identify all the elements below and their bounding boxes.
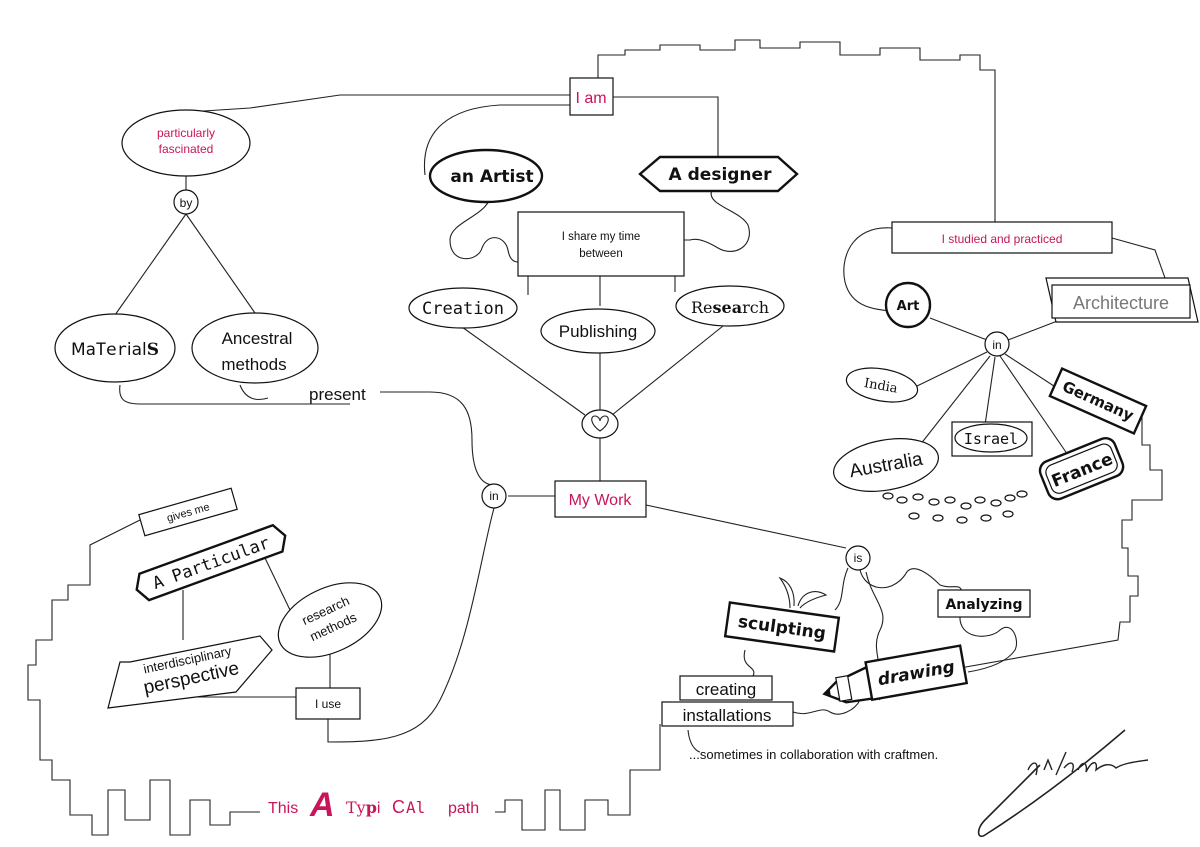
i-use-node: I use: [295, 687, 361, 720]
an-artist-node: an Artist: [428, 148, 544, 204]
by-node: by: [173, 189, 199, 215]
svg-text:an Artist: an Artist: [450, 167, 533, 187]
art-node: Art: [884, 281, 932, 329]
in-left-node: in: [481, 483, 507, 509]
present-label: present: [309, 385, 366, 404]
australia-node: Australia: [833, 438, 939, 492]
svg-text:Ancestral: Ancestral: [222, 329, 293, 348]
research-methods-node: research methods: [277, 582, 383, 658]
heart-node: [581, 409, 619, 439]
svg-text:I use: I use: [315, 697, 341, 711]
svg-text:installations: installations: [683, 706, 772, 725]
svg-text:fascinated: fascinated: [159, 142, 214, 156]
svg-text:My Work: My Work: [569, 492, 633, 509]
svg-text:Israel: Israel: [964, 430, 1018, 448]
svg-text:between: between: [579, 248, 622, 260]
svg-text:Typi: Typi: [346, 798, 380, 817]
share-time-node: I share my time between: [517, 211, 685, 277]
a-particular-node: A Particular: [135, 523, 287, 602]
svg-text:A: A: [309, 786, 335, 824]
my-work-node: My Work: [554, 480, 647, 518]
footer-title: This A Typi C Al path: [268, 786, 479, 824]
svg-text:in: in: [992, 338, 1001, 352]
svg-text:I studied and practiced: I studied and practiced: [942, 232, 1063, 246]
is-node: is: [845, 545, 871, 571]
svg-text:methods: methods: [221, 355, 286, 374]
in-right-node: in: [984, 331, 1010, 357]
materials-node: MaTerialS: [54, 313, 176, 383]
marker-pen-icon: drawing: [822, 644, 969, 704]
germany-node: Germany: [1048, 367, 1148, 435]
svg-text:Creation: Creation: [422, 299, 504, 319]
svg-text:Analyzing: Analyzing: [945, 597, 1022, 613]
svg-text:I share my time: I share my time: [562, 231, 641, 243]
svg-text:Research: Research: [691, 298, 769, 317]
svg-text:is: is: [854, 551, 863, 565]
footprints-icon: [882, 490, 1028, 524]
studied-node: I studied and practiced: [891, 221, 1113, 254]
svg-text:A designer: A designer: [669, 165, 773, 185]
svg-text:Art: Art: [897, 299, 920, 314]
svg-text:This: This: [268, 800, 298, 817]
architecture-node: Architecture: [1045, 277, 1199, 323]
creating-installations-node: creating installations: [661, 675, 794, 727]
collaboration-note: ...sometimes in collaboration with craft…: [689, 747, 938, 762]
interdisciplinary-perspective-node: interdisciplinary perspective: [107, 635, 273, 709]
sprout-icon: [778, 576, 828, 609]
svg-text:particularly: particularly: [157, 126, 215, 140]
svg-text:Architecture: Architecture: [1073, 293, 1169, 313]
svg-text:Publishing: Publishing: [559, 322, 637, 341]
svg-text:by: by: [180, 196, 193, 210]
svg-text:C: C: [392, 797, 405, 817]
sculpting-node: sculpting: [723, 601, 841, 653]
svg-text:I am: I am: [575, 90, 606, 107]
i-am-node: I am: [569, 77, 614, 116]
publishing-node: Publishing: [540, 308, 656, 354]
india-node: India: [845, 367, 919, 403]
analyzing-node: Analyzing: [937, 589, 1031, 618]
a-designer-node: A designer: [638, 155, 799, 193]
france-node: France: [1038, 436, 1125, 501]
particularly-fascinated-node: particularly fascinated: [121, 109, 251, 177]
svg-text:creating: creating: [696, 680, 756, 699]
svg-text:India: India: [863, 376, 899, 397]
research-node: Research: [675, 285, 785, 327]
heart-icon: [591, 415, 609, 432]
ancestral-methods-node: Ancestral methods: [191, 312, 319, 384]
svg-text:path: path: [448, 800, 479, 817]
israel-node: Israel: [951, 421, 1033, 457]
gives-me-node: gives me: [138, 487, 238, 537]
svg-text:MaTerialS: MaTerialS: [71, 340, 159, 360]
signature-icon: [977, 729, 1149, 838]
creation-node: Creation: [408, 287, 518, 329]
svg-text:in: in: [489, 489, 498, 503]
svg-text:Al: Al: [406, 798, 425, 817]
